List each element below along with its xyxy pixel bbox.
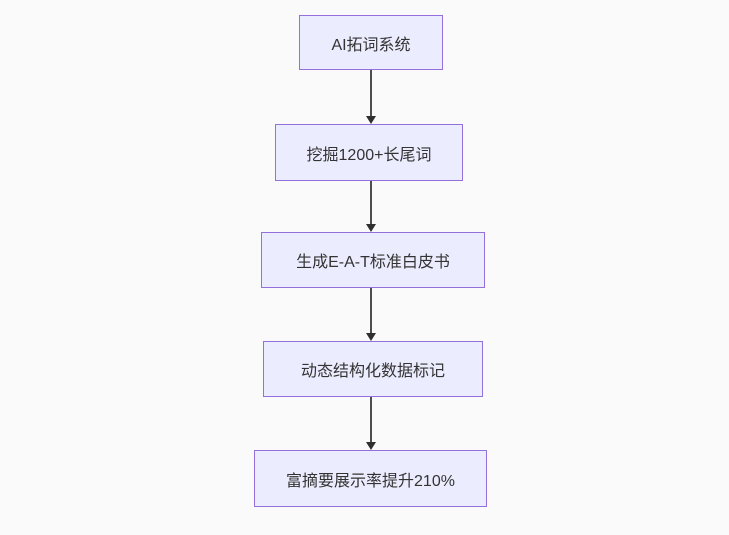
flow-node-label: 动态结构化数据标记	[300, 363, 445, 380]
flow-arrow-4	[365, 397, 377, 450]
arrow-down-icon	[366, 442, 376, 450]
flow-node-label: 挖掘1200+长尾词	[306, 146, 432, 164]
flow-node-eat-whitepaper: 生成E-A-T标准白皮书	[261, 232, 485, 288]
flow-node-label: 生成E-A-T标准白皮书	[296, 254, 450, 271]
arrow-line	[370, 397, 372, 442]
arrow-line	[370, 181, 372, 224]
arrow-down-icon	[366, 333, 376, 341]
flow-node-structured-data-markup: 动态结构化数据标记	[263, 341, 483, 397]
flow-node-ai-word-expansion-system: AI拓词系统	[299, 15, 443, 70]
arrow-line	[370, 70, 372, 116]
flow-node-longtail-keywords: 挖掘1200+长尾词	[275, 124, 463, 181]
arrow-down-icon	[366, 116, 376, 124]
flow-arrow-2	[365, 181, 377, 232]
flow-arrow-3	[365, 288, 377, 341]
arrow-line	[370, 288, 372, 333]
flow-node-rich-snippet-rate: 富摘要展示率提升210%	[254, 450, 487, 507]
flow-arrow-1	[365, 70, 377, 124]
flow-node-label: AI拓词系统	[331, 36, 411, 54]
arrow-down-icon	[366, 224, 376, 232]
flow-node-label: 富摘要展示率提升210%	[286, 472, 455, 490]
